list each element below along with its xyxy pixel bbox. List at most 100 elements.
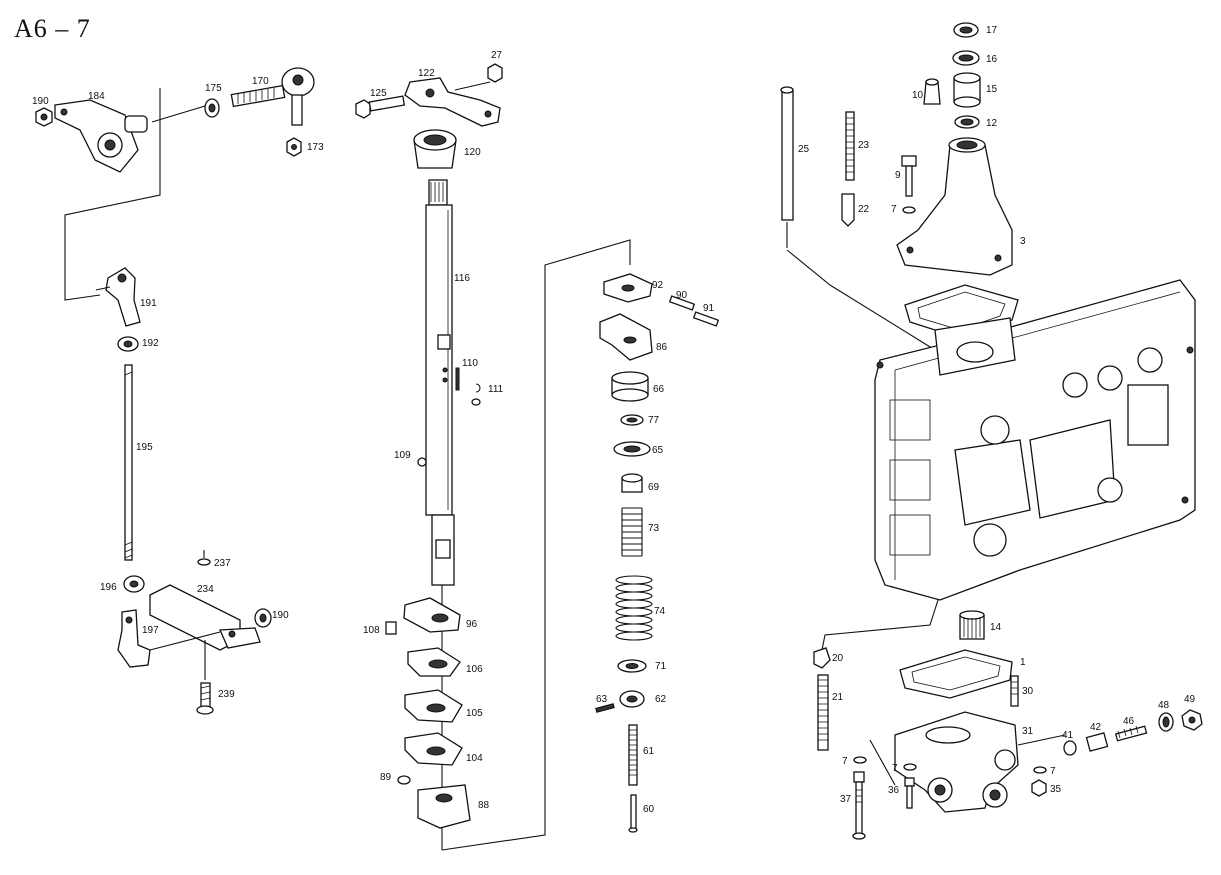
callout-label: 184 [88,91,105,102]
callout-label: 106 [466,664,483,675]
callout-label: 41 [1062,730,1074,741]
callout-label: 190 [32,96,49,107]
callout-label: 175 [205,83,222,94]
part-bearing-14 [821,599,985,651]
callout-label: 73 [648,523,660,534]
callout-label: 111 [488,384,504,395]
part-plunger-22 [841,193,855,227]
callout-label: 48 [1158,700,1170,711]
part-fork-86 [599,313,653,361]
callout-label: 234 [197,584,214,595]
callout-label: 109 [394,450,411,461]
leader-line [64,88,161,301]
part-stud-30 [1010,675,1019,707]
callout-label: 91 [703,303,715,314]
callout-label: 42 [1090,722,1102,733]
callout-label: 173 [307,142,324,153]
part-washer-65 [613,441,651,457]
callout-label: 23 [858,140,870,151]
callout-label: 63 [596,694,608,705]
part-rod-25 [780,86,936,351]
part-ring-16 [952,50,980,66]
callout-label: 120 [464,147,481,158]
part-pin-63 [595,703,615,713]
part-bush-89 [397,775,411,785]
callout-label: 25 [798,144,810,155]
part-plug-20 [813,647,831,669]
callout-label: 20 [832,653,844,664]
part-nut-192 [117,336,139,352]
leader-line [151,105,206,123]
callout-label: 125 [370,88,387,99]
part-spring-21 [817,674,829,751]
leader-line [441,239,631,851]
part-nut-27 [454,63,503,91]
callout-label: 7 [842,756,848,767]
callout-label: 237 [214,558,231,569]
callout-label: 16 [986,54,998,65]
callout-label: 35 [1050,784,1062,795]
callout-label: 195 [136,442,153,453]
callout-label: 104 [466,753,483,764]
callout-label: 12 [986,118,998,129]
part-nut-41 [1063,740,1077,756]
callout-label: 60 [643,804,655,815]
callout-label: 15 [986,84,998,95]
part-nut-62 [619,690,645,708]
part-ball-joint-170 [230,67,315,126]
callout-label: 96 [466,619,478,630]
callout-label: 89 [380,772,392,783]
callout-label: 69 [648,482,660,493]
callout-label: 22 [858,204,870,215]
part-pin-60 [628,794,638,833]
part-bolt-125 [355,95,406,119]
part-nut-190 [35,107,53,127]
callout-label: 116 [454,273,470,284]
part-lever-plate-184 [54,99,148,173]
callout-label: 21 [832,692,844,703]
part-spring-74 [615,575,653,641]
part-plate-104 [404,732,463,766]
callout-label: 17 [986,25,998,36]
callout-label: 197 [142,625,159,636]
callout-label: 7 [892,763,898,774]
callout-label: 65 [652,445,664,456]
part-ring-12 [954,115,980,129]
part-bolt-36 [904,777,915,809]
part-block-88 [417,784,471,829]
part-spring-73 [621,507,643,557]
callout-label: 37 [840,794,852,805]
gearbox-housing-assembly: 17 16 10 15 12 25 23 9 22 7 3 14 20 1 30… [780,22,1203,840]
callout-label: 49 [1184,694,1196,705]
callout-label: 239 [218,689,235,700]
detent-stack-assembly: 92 90 91 86 66 77 65 69 73 74 71 63 62 6… [595,273,720,833]
part-lever-197 [117,609,221,668]
callout-label: 30 [1022,686,1034,697]
callout-label: 86 [656,342,668,353]
part-nut-173 [286,137,302,157]
callout-label: 74 [654,606,666,617]
part-cam-92 [603,273,653,303]
callout-label: 66 [653,384,665,395]
callout-label: 31 [1022,726,1034,737]
part-pin-90 [668,295,696,311]
part-spring-46 [1114,725,1148,742]
callout-label: 110 [462,358,478,369]
part-sleeve-66 [611,371,649,402]
callout-label: 77 [648,415,660,426]
part-washer-237 [197,550,211,566]
part-rod-195 [124,364,133,561]
part-nut-35 [1031,779,1047,797]
part-bush-120 [413,129,457,169]
part-cover-3 [896,137,1013,276]
part-bolt-37 [852,771,866,840]
part-ring-77 [620,414,644,426]
callout-label: 88 [478,800,490,811]
part-bush-196 [123,575,145,593]
callout-label: 61 [643,746,655,757]
part-gasket-1 [899,649,1013,699]
part-ring-48 [1158,712,1174,732]
callout-label: 36 [888,785,900,796]
callout-label: 7 [1050,766,1056,777]
